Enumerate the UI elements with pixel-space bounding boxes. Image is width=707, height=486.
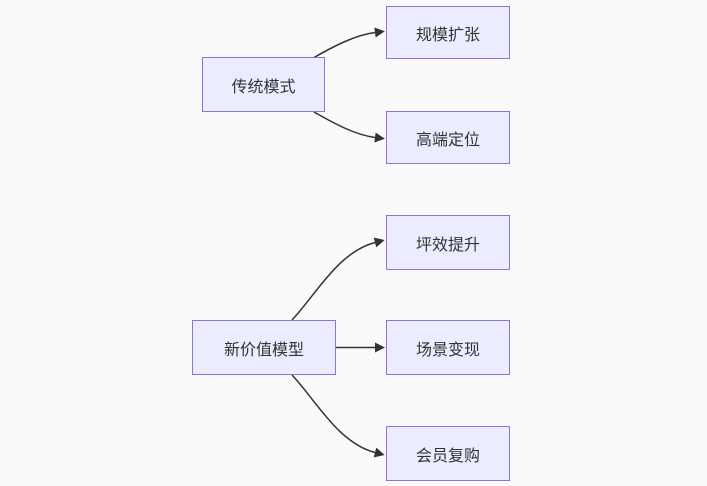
node-member-repurchase: 会员复购 (386, 426, 510, 481)
node-label: 新价值模型 (223, 341, 304, 359)
edge-traditional-to-scale-expansion (313, 27, 385, 59)
edge-newvalue-to-floor-efficiency (291, 237, 385, 321)
edge-newvalue-to-member-repurchase (291, 374, 385, 458)
edge-traditional-to-highend-positioning (313, 111, 385, 143)
node-highend-positioning: 高端定位 (386, 111, 510, 164)
node-label: 规模扩张 (415, 26, 480, 44)
node-scale-expansion: 规模扩张 (386, 6, 510, 59)
node-label: 会员复购 (415, 447, 480, 465)
node-label: 场景变现 (415, 341, 480, 359)
node-label: 坪效提升 (415, 236, 480, 254)
node-label: 传统模式 (231, 78, 296, 96)
node-floor-efficiency: 坪效提升 (386, 215, 510, 270)
node-label: 高端定位 (415, 131, 480, 149)
node-traditional-model: 传统模式 (202, 57, 325, 112)
node-new-value-model: 新价值模型 (192, 320, 336, 375)
node-scene-monetization: 场景变现 (386, 320, 510, 375)
